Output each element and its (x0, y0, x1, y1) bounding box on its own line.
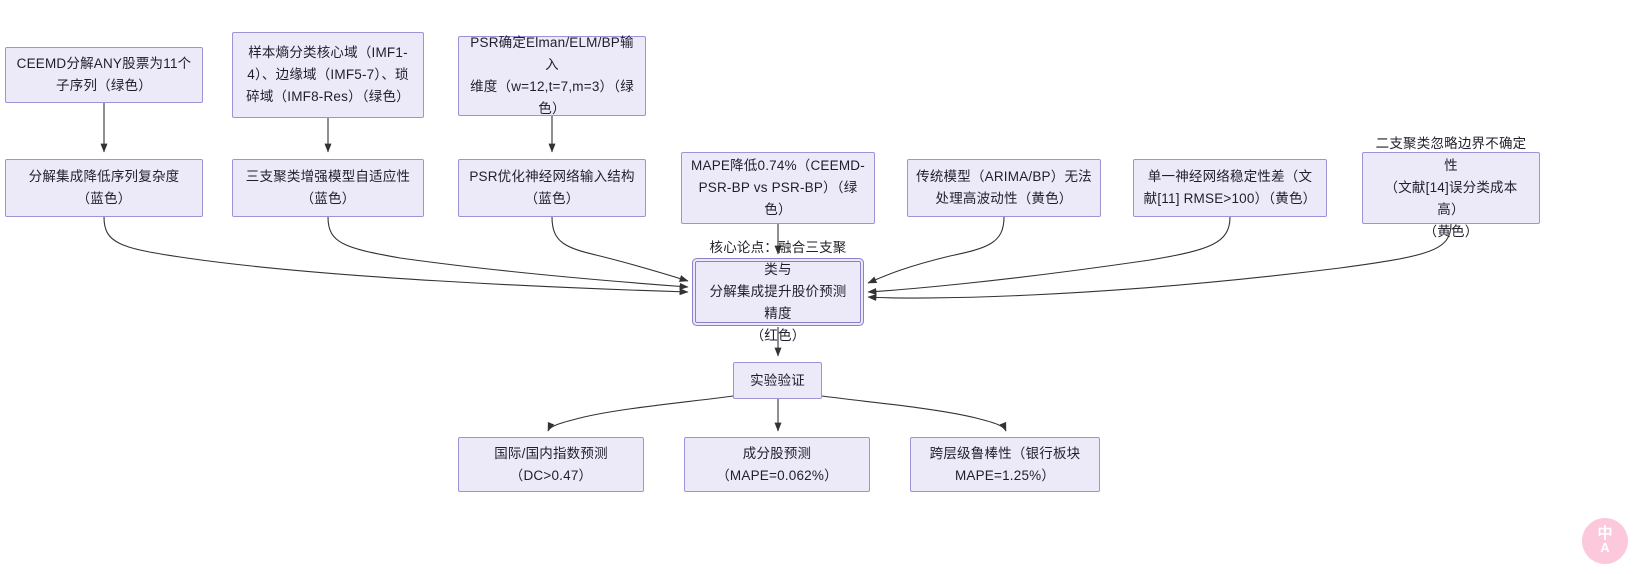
node-sample-entropy-classify[interactable]: 样本熵分类核心域（IMF1- 4）、边缘域（IMF5-7）、琐 碎域（IMF8-… (232, 32, 424, 118)
node-label: 样本熵分类核心域（IMF1- 4）、边缘域（IMF5-7）、琐 碎域（IMF8-… (246, 45, 410, 104)
node-cross-level-robustness-result[interactable]: 跨层级鲁棒性（银行板块 MAPE=1.25%） (910, 437, 1100, 492)
node-three-way-clustering-adaptivity[interactable]: 三支聚类增强模型自适应性 （蓝色） (232, 159, 424, 217)
node-label: 国际/国内指数预测 （DC>0.47） (494, 445, 608, 483)
watermark-en-glyph: A (1600, 540, 1610, 556)
node-mape-improvement[interactable]: MAPE降低0.74%（CEEMD- PSR-BP vs PSR-BP）（绿 色… (681, 152, 875, 224)
node-psr-input-dimension[interactable]: PSR确定Elman/ELM/BP输入 维度（w=12,t=7,m=3）（绿 色… (458, 35, 646, 116)
edge-n6-n11 (551, 216, 689, 282)
node-label: 成分股预测 （MAPE=0.062%） (716, 445, 838, 483)
node-label: PSR优化神经网络输入结构 （蓝色） (469, 169, 635, 206)
node-ceemd-decompose[interactable]: CEEMD分解ANY股票为11个 子序列（绿色） (5, 47, 203, 103)
node-label: 实验验证 (750, 372, 805, 388)
node-label: 核心论点：融合三支聚类与 分解集成提升股价预测精度 （红色） (709, 240, 847, 343)
node-single-nn-instability[interactable]: 单一神经网络稳定性差（文 献[11] RMSE>100）（黄色） (1133, 159, 1327, 217)
edge-n10-n11 (867, 223, 1452, 301)
edge-n9-n11 (867, 216, 1231, 295)
node-psr-optimizes-nn-input[interactable]: PSR优化神经网络输入结构 （蓝色） (458, 159, 646, 217)
edge-n12-n13 (547, 395, 734, 432)
node-index-prediction-result[interactable]: 国际/国内指数预测 （DC>0.47） (458, 437, 644, 492)
node-core-thesis[interactable]: 核心论点：融合三支聚类与 分解集成提升股价预测精度 （红色） (695, 240, 861, 343)
node-experimental-validation[interactable]: 实验验证 (733, 362, 822, 399)
edge-n8-n11 (867, 216, 1005, 284)
node-label: 跨层级鲁棒性（银行板块 MAPE=1.25%） (929, 445, 1081, 483)
watermark-cn-glyph: 中 (1597, 525, 1613, 543)
node-two-way-clustering-boundary[interactable]: 二支聚类忽略边界不确定性 （文献[14]误分类成本高） （黄色） (1362, 136, 1540, 239)
node-label: CEEMD分解ANY股票为11个 子序列（绿色） (16, 56, 192, 93)
language-watermark: 中 A (1582, 518, 1628, 564)
node-label: 单一神经网络稳定性差（文 献[11] RMSE>100）（黄色） (1143, 169, 1317, 206)
node-constituent-stock-result[interactable]: 成分股预测 （MAPE=0.062%） (684, 437, 870, 492)
edge-n4-n11 (103, 216, 689, 296)
node-label: 传统模型（ARIMA/BP）无法 处理高波动性（黄色） (916, 169, 1092, 206)
edge-n5-n11 (327, 216, 689, 290)
node-decomposition-reduces-complexity[interactable]: 分解集成降低序列复杂度 （蓝色） (5, 159, 203, 217)
node-label: PSR确定Elman/ELM/BP输入 维度（w=12,t=7,m=3）（绿 色… (470, 35, 634, 116)
node-label: 三支聚类增强模型自适应性 （蓝色） (245, 169, 411, 206)
edge-n12-n15 (821, 395, 1007, 432)
node-traditional-model-limitation[interactable]: 传统模型（ARIMA/BP）无法 处理高波动性（黄色） (907, 159, 1101, 217)
node-label: MAPE降低0.74%（CEEMD- PSR-BP vs PSR-BP）（绿 色… (691, 158, 865, 217)
node-label: 二支聚类忽略边界不确定性 （文献[14]误分类成本高） （黄色） (1375, 136, 1527, 239)
node-label: 分解集成降低序列复杂度 （蓝色） (28, 169, 180, 206)
